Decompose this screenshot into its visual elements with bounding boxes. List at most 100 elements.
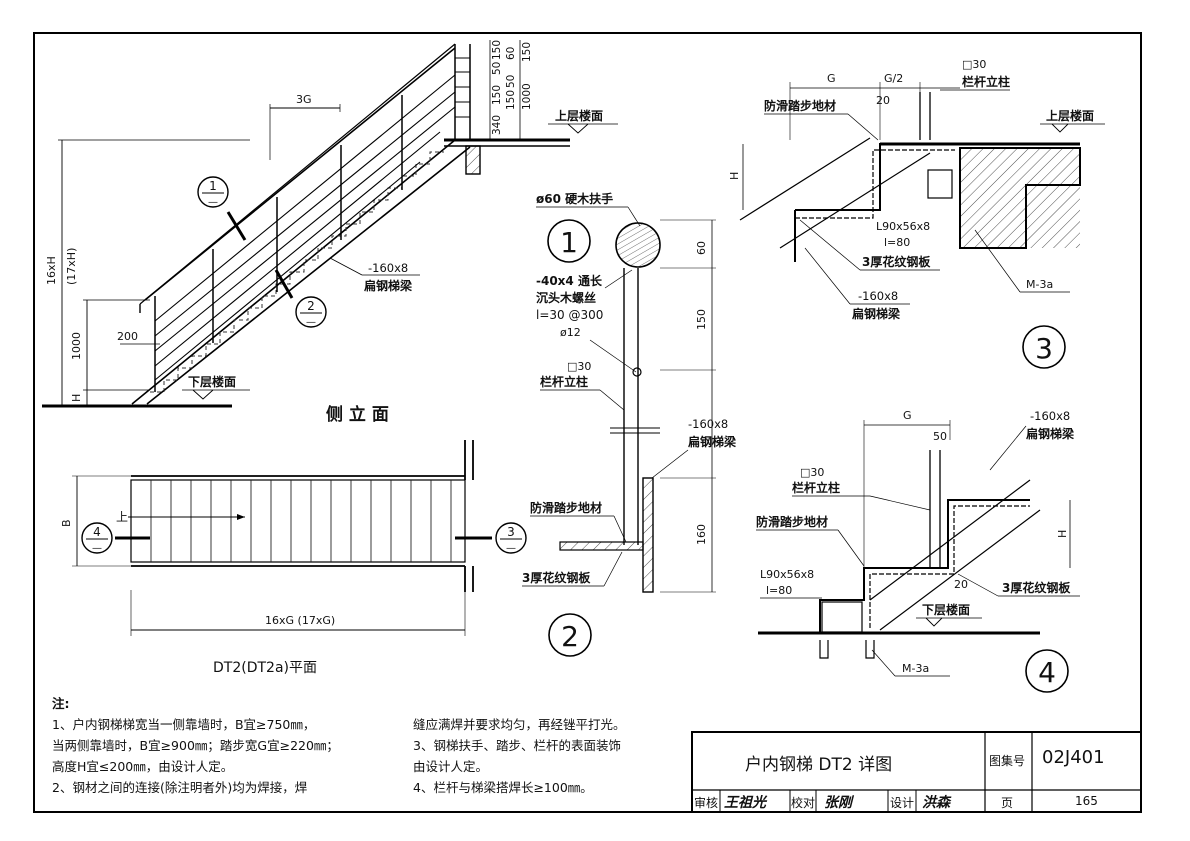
dim-h: H [70, 394, 83, 402]
label-screw: 沉头木螺丝 [536, 290, 596, 305]
marker-4-num: 4 [93, 525, 101, 539]
marker-2-num: 2 [307, 299, 315, 313]
d3-embed: M-3a [1026, 278, 1053, 291]
dim-d1-150: 150 [695, 309, 708, 330]
d4-beam-name: 扁钢梯梁 [1026, 426, 1074, 441]
d3-angle: L90x56x8 [876, 220, 930, 233]
d3-dim-g2: G/2 [884, 72, 903, 85]
marker-4-sub: — [92, 543, 102, 554]
note-line-7: 由设计人定。 [413, 759, 489, 774]
dim-1000: 1000 [70, 332, 83, 360]
note-line-3: 高度H宜≤200㎜，由设计人定。 [52, 759, 234, 774]
title-block [691, 731, 1142, 813]
dim-rail-9: 150 [521, 42, 533, 62]
atlas-number: 02J401 [1042, 747, 1105, 768]
d4-beam-size: -160x8 [1030, 409, 1070, 423]
note-line-6: 3、钢梯扶手、踏步、栏杆的表面装饰 [413, 738, 621, 753]
label-lower-floor: 下层楼面 [188, 374, 236, 389]
notes-left: 注: 1、户内钢梯梯宽当一侧靠墙时，B宜≥750㎜， 当两侧靠墙时，B宜≥900… [52, 693, 339, 798]
marker-1-sub: — [208, 197, 218, 208]
dim-rail-8: 1000 [521, 83, 533, 110]
notes-right: 缝应满焊并要求均匀，再经锉平打光。 3、钢梯扶手、踏步、栏杆的表面装饰 由设计人… [413, 714, 626, 798]
d3-angle-len: l=80 [884, 236, 910, 249]
dim-rail-1: 150 [491, 40, 503, 60]
page-number: 165 [1075, 794, 1098, 808]
label-flat-bar: -40x4 通长 [536, 273, 603, 288]
d4-dim-20: 20 [954, 578, 968, 591]
dim-rail-3: 60 [505, 47, 517, 60]
note-line-4: 2、钢材之间的连接(除注明者外)均为焊接，焊 [52, 780, 308, 795]
note-line-2: 当两侧靠墙时，B宜≥900㎜；踏步宽G宜≥220㎜； [52, 738, 339, 753]
d3-dim-h: H [728, 172, 741, 180]
label-beam-size-d2: -160x8 [688, 417, 728, 431]
d4-angle: L90x56x8 [760, 568, 814, 581]
d3-post-name: 栏杆立柱 [962, 74, 1010, 89]
dim-rail-7: 150 [505, 90, 517, 110]
d4-post-name: 栏杆立柱 [792, 480, 840, 495]
label-beam-name-d2: 扁钢梯梁 [688, 434, 736, 449]
notes-heading: 注: [52, 696, 70, 711]
d3-dim-g: G [827, 72, 836, 85]
sheet-border [33, 32, 1142, 813]
dim-rail-2: 50 [491, 62, 503, 75]
d4-plate: 3厚花纹钢板 [1002, 580, 1071, 595]
plan-view: 上 B 16xG (17xG) 4 — 3 — DT2(DT2a)平面 [60, 440, 527, 676]
d4-dim-g: G [903, 409, 912, 422]
dim-rail-6: 50 [505, 75, 517, 88]
dim-16xh: 16xH [45, 256, 58, 285]
label-upper-floor: 上层楼面 [555, 108, 603, 123]
label-screw-spec: l=30 @300 [536, 308, 603, 322]
d4-embed: M-3a [902, 662, 929, 675]
detail-3-num: 3 [1035, 332, 1053, 365]
d4-finish: 防滑踏步地材 [756, 514, 828, 529]
marker-3-num: 3 [507, 525, 515, 539]
label-bar-dia: ø12 [560, 326, 581, 339]
d4-dim-50: 50 [933, 430, 947, 443]
d4-angle-len: l=80 [766, 584, 792, 597]
label-beam-size: -160x8 [368, 261, 408, 275]
dim-rail-5: 150 [491, 85, 503, 105]
dim-17xh: (17xH) [65, 248, 78, 285]
d3-beam-size: -160x8 [858, 289, 898, 303]
label-plate-d2: 3厚花纹钢板 [522, 570, 591, 585]
dim-200: 200 [117, 330, 138, 343]
note-line-1: 1、户内钢梯梯宽当一侧靠墙时，B宜≥750㎜， [52, 717, 316, 732]
plan-dim-b: B [60, 519, 73, 527]
drawing-title: 户内钢梯 DT2 详图 [745, 755, 893, 775]
note-line-8: 4、栏杆与梯梁搭焊长≥100㎜。 [413, 780, 593, 795]
d3-upper-floor: 上层楼面 [1046, 108, 1094, 123]
d3-dim-20: 20 [876, 94, 890, 107]
plan-up-label: 上 [116, 510, 128, 524]
design-signature: 洪森 [922, 795, 950, 811]
plan-view-title: DT2(DT2a)平面 [213, 660, 317, 676]
d4-dim-h: H [1056, 530, 1069, 538]
design-label: 设计 [890, 796, 915, 810]
dim-rail-4: 340 [491, 115, 503, 135]
marker-2-sub: — [306, 317, 316, 328]
review-signature: 王祖光 [724, 795, 766, 811]
atlas-label: 图集号 [989, 754, 1026, 768]
dim-3g: 3G [296, 93, 312, 106]
detail-3: G G/2 20 H □30 栏杆立柱 防滑踏步地材 上层楼面 L90x56x8… [728, 58, 1105, 369]
label-beam-name: 扁钢梯梁 [364, 278, 412, 293]
label-post-name-d2: 栏杆立柱 [540, 374, 588, 389]
detail-2-num: 2 [561, 620, 579, 653]
detail-1-num: 1 [560, 226, 578, 259]
side-elevation: 16xH (17xH) 1000 H 200 3G 150 50 60 340 … [42, 40, 618, 425]
detail-4: G 50 20 H -160x8 扁钢梯梁 □30 栏杆立柱 防滑踏步地材 L9… [756, 409, 1080, 693]
plan-dim-length: 16xG (17xG) [265, 614, 335, 627]
d3-plate: 3厚花纹钢板 [862, 254, 931, 269]
d3-post: □30 [962, 58, 986, 71]
label-handrail: ø60 硬木扶手 [536, 191, 613, 206]
review-label: 审核 [694, 796, 719, 810]
marker-3-sub: — [506, 543, 516, 554]
label-finish-d2: 防滑踏步地材 [530, 500, 602, 515]
d4-lower-floor: 下层楼面 [922, 602, 970, 617]
dim-d1-60: 60 [695, 241, 708, 255]
detail-1-2: 1 ø60 硬木扶手 -40x4 通长 沉头木螺丝 l=30 @300 ø12 … [522, 191, 736, 657]
d3-finish: 防滑踏步地材 [764, 98, 836, 113]
marker-1-num: 1 [209, 179, 217, 193]
detail-4-num: 4 [1038, 656, 1056, 689]
check-signature: 张刚 [824, 795, 852, 811]
